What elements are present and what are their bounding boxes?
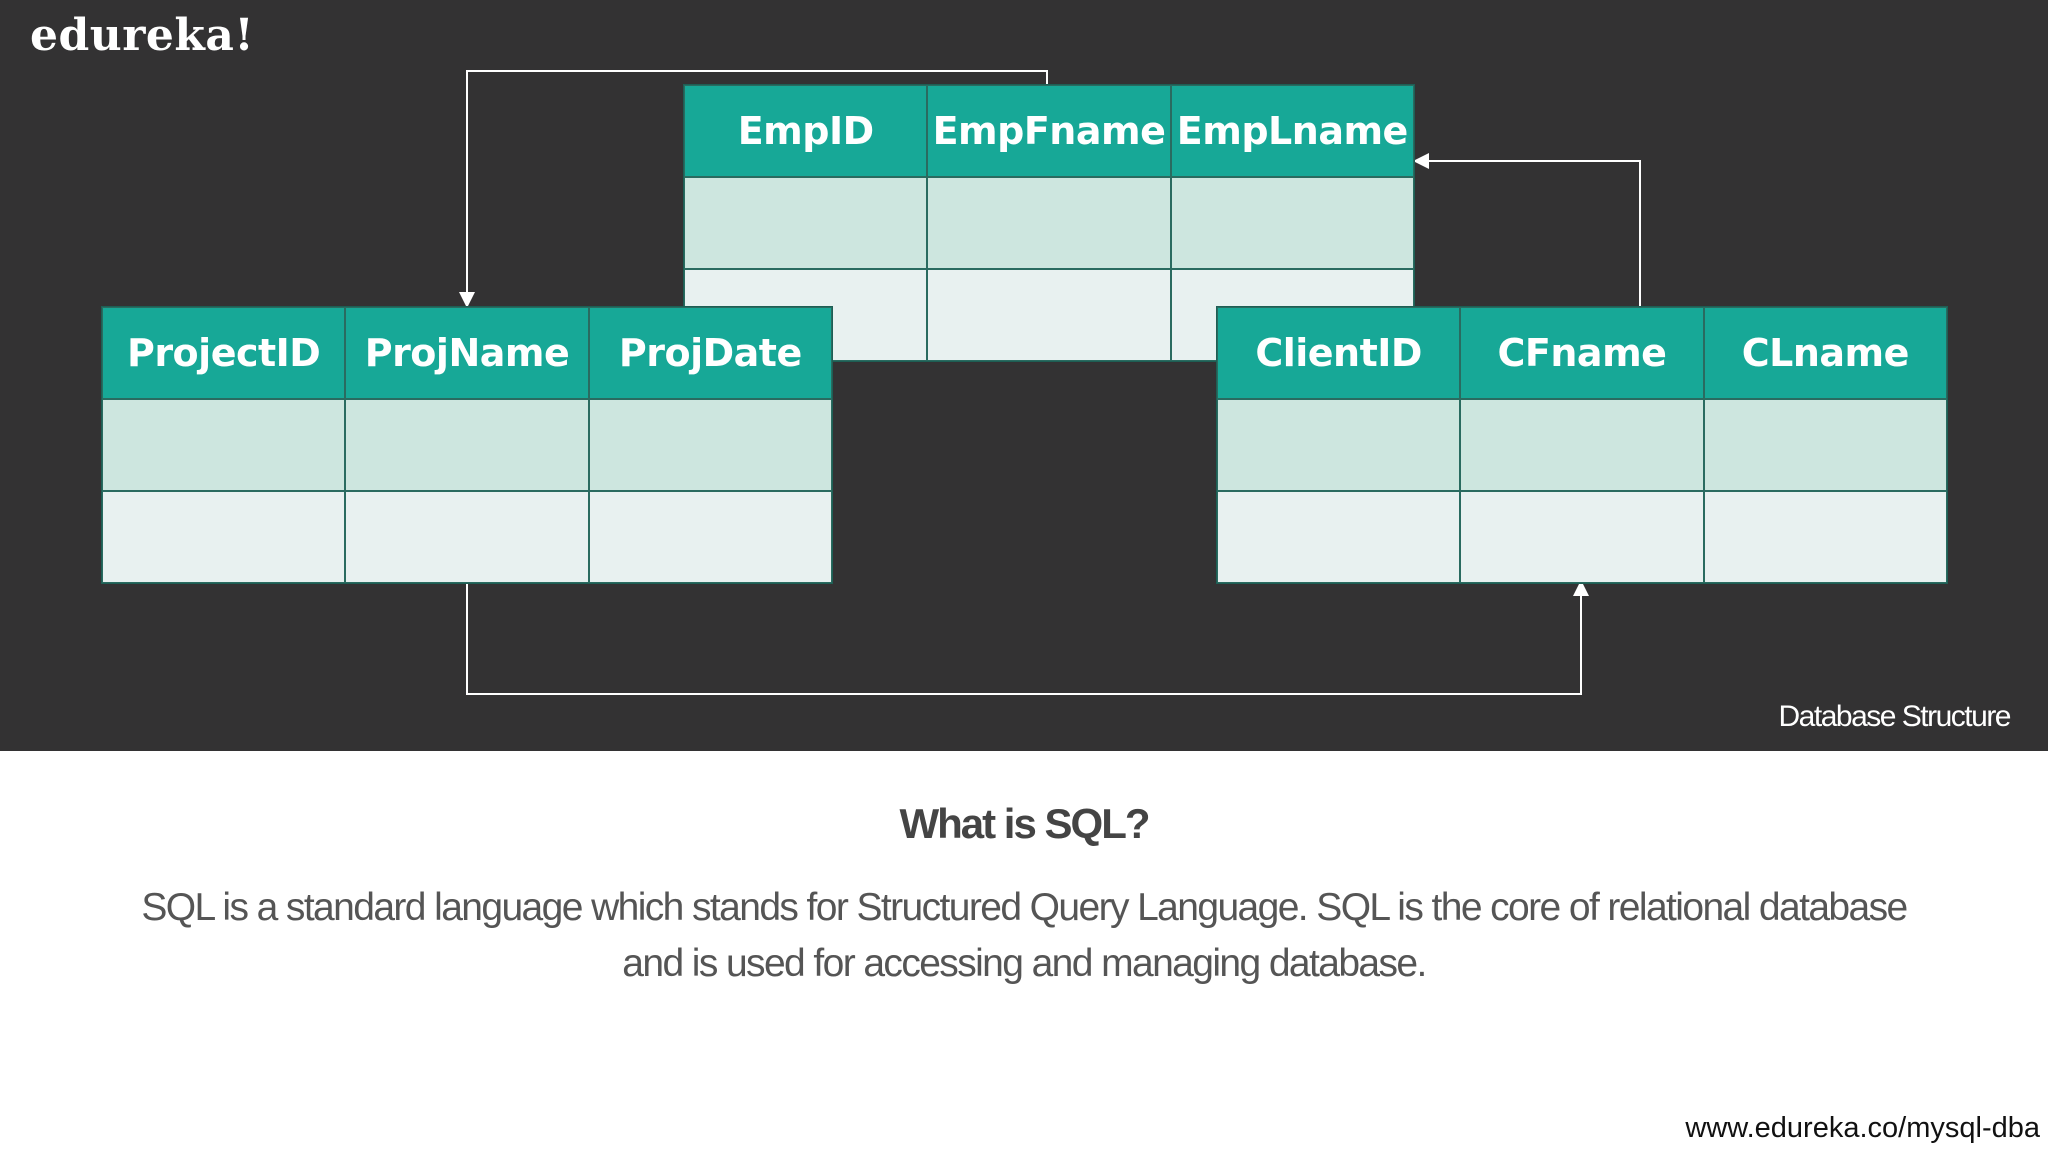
section-heading: What is SQL? (899, 800, 1151, 847)
column-header-projname: ProjName (345, 307, 589, 399)
employee-table: EmpID EmpFname EmpLname (683, 84, 1415, 362)
table-cell (588, 491, 832, 583)
table-cell (345, 399, 589, 491)
column-header-emplname: EmpLname (1170, 85, 1414, 177)
table-cell (1703, 399, 1947, 491)
edureka-logo: edureka! (30, 10, 255, 61)
description-text: SQL is a standard language which stands … (141, 886, 1908, 985)
table-cell (1217, 399, 1461, 491)
client-table: ClientID CFname CLname (1216, 306, 1948, 584)
table-cell (1217, 491, 1461, 583)
column-header-cfname: CFname (1460, 307, 1704, 399)
table-cell (345, 491, 589, 583)
diagram-panel: edureka! EmpID EmpFname EmpLname Project… (0, 0, 2048, 751)
table-cell (927, 269, 1171, 361)
column-header-clientid: ClientID (1217, 307, 1461, 399)
connector-project-client (466, 580, 1589, 695)
relationship-connectors (459, 70, 1641, 695)
table-cell (102, 399, 346, 491)
column-header-projdate: ProjDate (588, 307, 832, 399)
table-cell (1170, 177, 1414, 269)
connector-client-employee (1413, 153, 1641, 306)
column-header-empid: EmpID (684, 85, 928, 177)
column-header-clname: CLname (1703, 307, 1947, 399)
footer-url: www.edureka.co/mysql-dba (1685, 1112, 2040, 1144)
table-cell (1460, 491, 1704, 583)
table-cell (684, 177, 928, 269)
column-header-empfname: EmpFname (927, 85, 1171, 177)
table-cell (1460, 399, 1704, 491)
diagram-caption: Database Structure (1778, 700, 2012, 733)
table-cell (102, 491, 346, 583)
table-cell (588, 399, 832, 491)
connector-employee-project (459, 70, 1048, 308)
project-table: ProjectID ProjName ProjDate (101, 306, 833, 584)
table-cell (1703, 491, 1947, 583)
column-header-projectid: ProjectID (102, 307, 346, 399)
table-cell (927, 177, 1171, 269)
